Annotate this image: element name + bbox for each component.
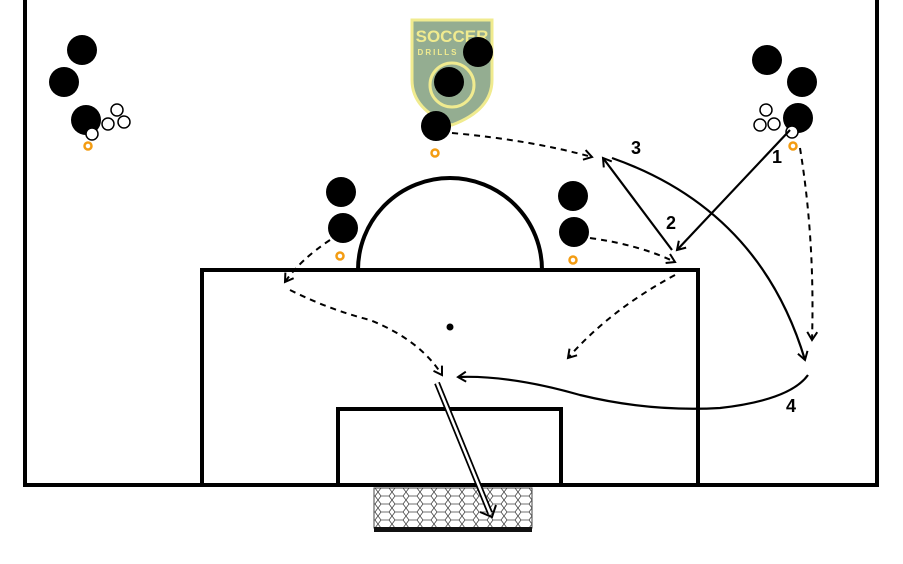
run-arrow <box>289 289 444 377</box>
penalty-box <box>200 268 700 487</box>
pass-arrow-1 <box>675 129 791 252</box>
goal-net <box>373 487 533 532</box>
player <box>559 217 589 247</box>
player <box>328 213 358 243</box>
run-arrow <box>451 132 594 161</box>
step-label-4: 4 <box>786 396 796 416</box>
player <box>326 177 356 207</box>
penalty-arc <box>356 176 544 271</box>
cones <box>83 141 798 265</box>
ball-icon <box>110 103 124 117</box>
step-label-3: 3 <box>631 138 641 158</box>
logo-subtext: DRILLS <box>418 48 459 57</box>
cone <box>568 255 578 265</box>
player <box>434 67 464 97</box>
player <box>421 111 451 141</box>
run-arrow <box>283 239 331 284</box>
ball-icon <box>117 115 131 129</box>
player <box>558 181 588 211</box>
ball-icon <box>101 117 115 131</box>
cone <box>335 251 345 261</box>
shot <box>434 381 497 519</box>
run-arrow <box>566 274 676 360</box>
dashed-runs <box>283 132 819 377</box>
run-arrow <box>589 237 677 264</box>
ball-icon <box>767 117 781 131</box>
cone <box>83 141 93 151</box>
cone <box>430 148 440 158</box>
run-arrow <box>799 147 819 342</box>
ball-icon <box>85 127 99 141</box>
field-lines <box>23 0 879 487</box>
passes <box>456 129 809 410</box>
player <box>463 37 493 67</box>
balls <box>85 103 799 141</box>
pass-arrow-2 <box>601 156 673 251</box>
ball-icon <box>753 118 767 132</box>
player <box>49 67 79 97</box>
cone <box>788 141 798 151</box>
ball-icon <box>785 125 799 139</box>
player <box>67 35 97 65</box>
player <box>752 45 782 75</box>
pass-arrow-4 <box>456 370 809 410</box>
player <box>787 67 817 97</box>
step-label-1: 1 <box>772 147 782 167</box>
players <box>49 35 817 247</box>
ball-icon <box>759 103 773 117</box>
penalty-spot <box>446 323 454 331</box>
pass-arrow-3 <box>611 156 809 362</box>
step-label-2: 2 <box>666 213 676 233</box>
